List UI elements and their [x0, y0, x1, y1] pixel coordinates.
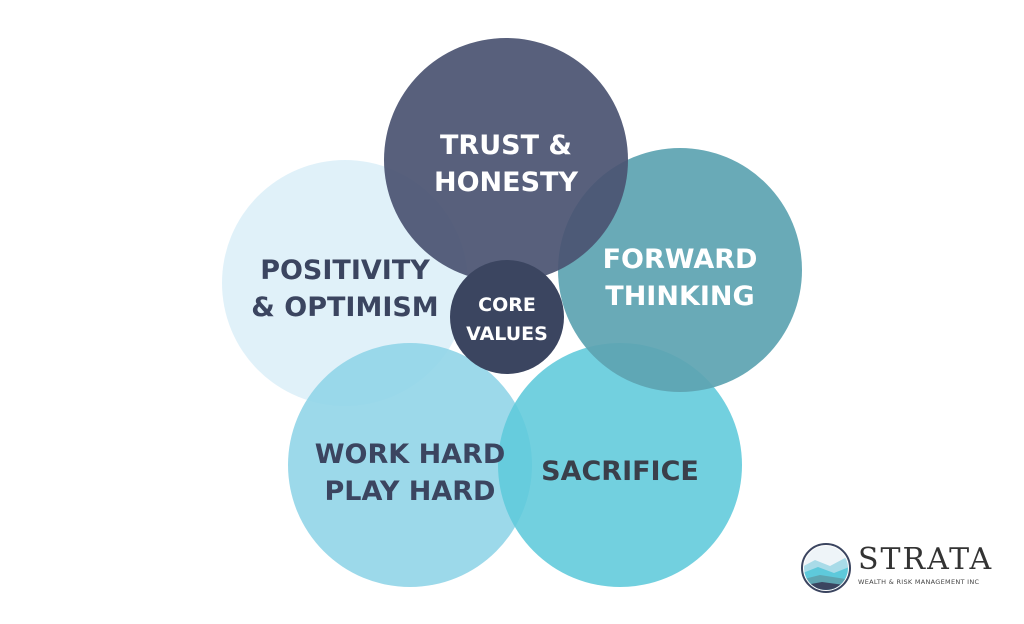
circle-forward-thinking — [558, 148, 802, 392]
label-trust-2: HONESTY — [434, 167, 578, 198]
label-forward-1: FORWARD — [603, 244, 758, 275]
circle-core — [450, 260, 564, 374]
label-sacrifice: SACRIFICE — [541, 456, 699, 487]
label-work-hard-2: PLAY HARD — [325, 476, 496, 507]
logo-tagline: WEALTH & RISK MANAGEMENT INC — [858, 578, 980, 586]
label-trust-1: TRUST & — [440, 130, 572, 161]
label-core-2: VALUES — [466, 323, 548, 345]
circle-trust-honesty — [384, 38, 628, 282]
label-core-1: CORE — [478, 294, 536, 316]
circle-sacrifice — [498, 343, 742, 587]
label-positivity-1: POSITIVITY — [260, 255, 430, 286]
strata-logo: STRATA WEALTH & RISK MANAGEMENT INC — [858, 542, 994, 587]
label-positivity-2: & OPTIMISM — [251, 292, 438, 323]
strata-logo-icon — [801, 543, 851, 593]
logo-name: STRATA — [858, 542, 994, 577]
circle-work-hard — [288, 343, 532, 587]
label-forward-2: THINKING — [605, 281, 754, 312]
label-work-hard-1: WORK HARD — [315, 439, 506, 470]
